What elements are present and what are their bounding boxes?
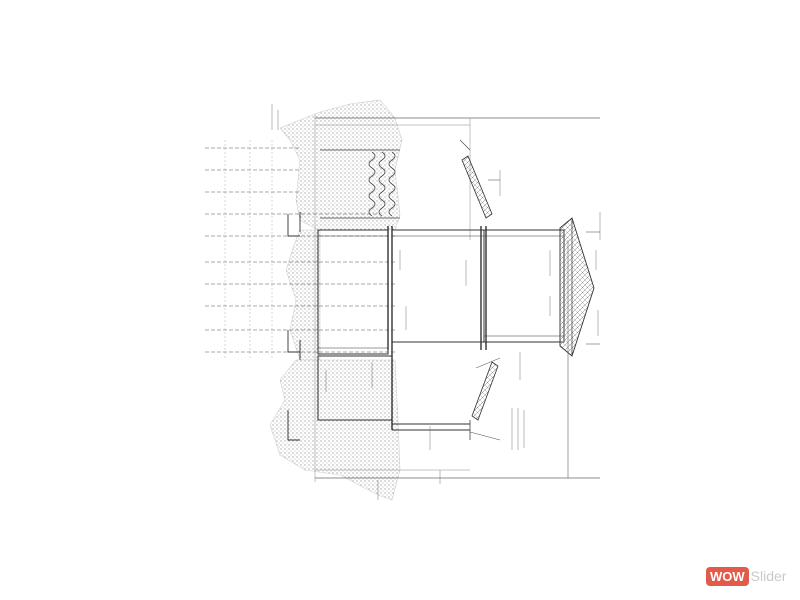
upper-stair: [461, 155, 493, 219]
building-section: [317, 226, 565, 431]
watermark-logo: WOW Slider: [706, 566, 786, 586]
annotation-marks: [271, 104, 601, 500]
watermark-brand: WOW: [706, 566, 749, 586]
reference-line: [459, 139, 471, 151]
vertical-gridlines: [224, 140, 273, 360]
foundation-steps: [287, 212, 301, 441]
watermark-suffix: Slider: [750, 568, 787, 584]
ground-fill: [269, 359, 401, 501]
ground-fill: [279, 99, 403, 231]
annotation-leaders: [469, 179, 600, 441]
upper-retaining-coils: [320, 149, 400, 219]
lower-stair: [471, 361, 499, 421]
roof: [559, 217, 595, 357]
